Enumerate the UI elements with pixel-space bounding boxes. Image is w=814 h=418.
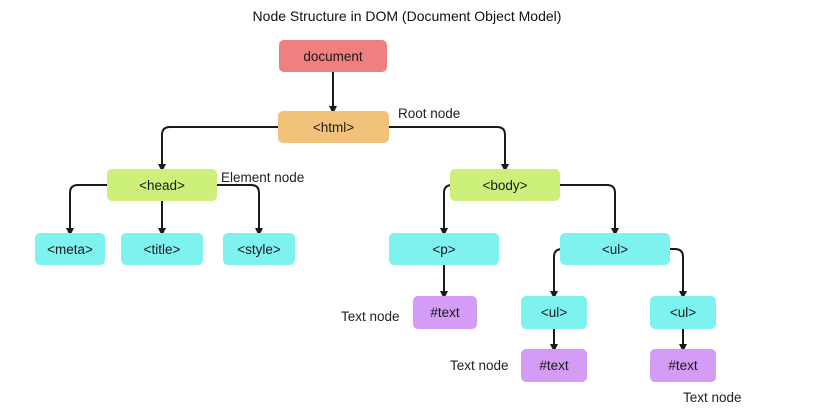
text-node-label-p: Text node	[341, 309, 400, 324]
ul-text-node-1: #text	[521, 349, 587, 382]
p-text-node: #text	[413, 296, 477, 329]
html-node: <html>	[278, 111, 389, 143]
element-node-label: Element node	[221, 170, 305, 185]
title-node: <title>	[121, 233, 203, 265]
edge-ul-to-ul_child_2	[670, 248, 687, 299]
edge-head-to-style	[217, 184, 263, 236]
edge-html-to-body	[389, 126, 509, 172]
edge-body-to-ul	[560, 184, 619, 236]
edge-head-to-meta	[66, 184, 107, 236]
ul-child-node-1: <ul>	[521, 296, 587, 329]
ul-text-node-2: #text	[650, 349, 716, 382]
ul-node: <ul>	[560, 233, 670, 265]
text-node-label-ul-2: Text node	[683, 390, 742, 405]
head-node: <head>	[107, 169, 217, 201]
style-node: <style>	[223, 233, 295, 265]
edge-html-to-head	[158, 126, 278, 172]
root-node-label: Root node	[398, 106, 461, 121]
meta-node: <meta>	[35, 233, 105, 265]
document-node: document	[279, 40, 387, 72]
text-node-label-ul-1: Text node	[450, 358, 509, 373]
ul-child-node-2: <ul>	[650, 296, 716, 329]
body-node: <body>	[450, 169, 560, 201]
diagram-title: Node Structure in DOM (Document Object M…	[252, 8, 562, 24]
p-node: <p>	[389, 233, 499, 265]
